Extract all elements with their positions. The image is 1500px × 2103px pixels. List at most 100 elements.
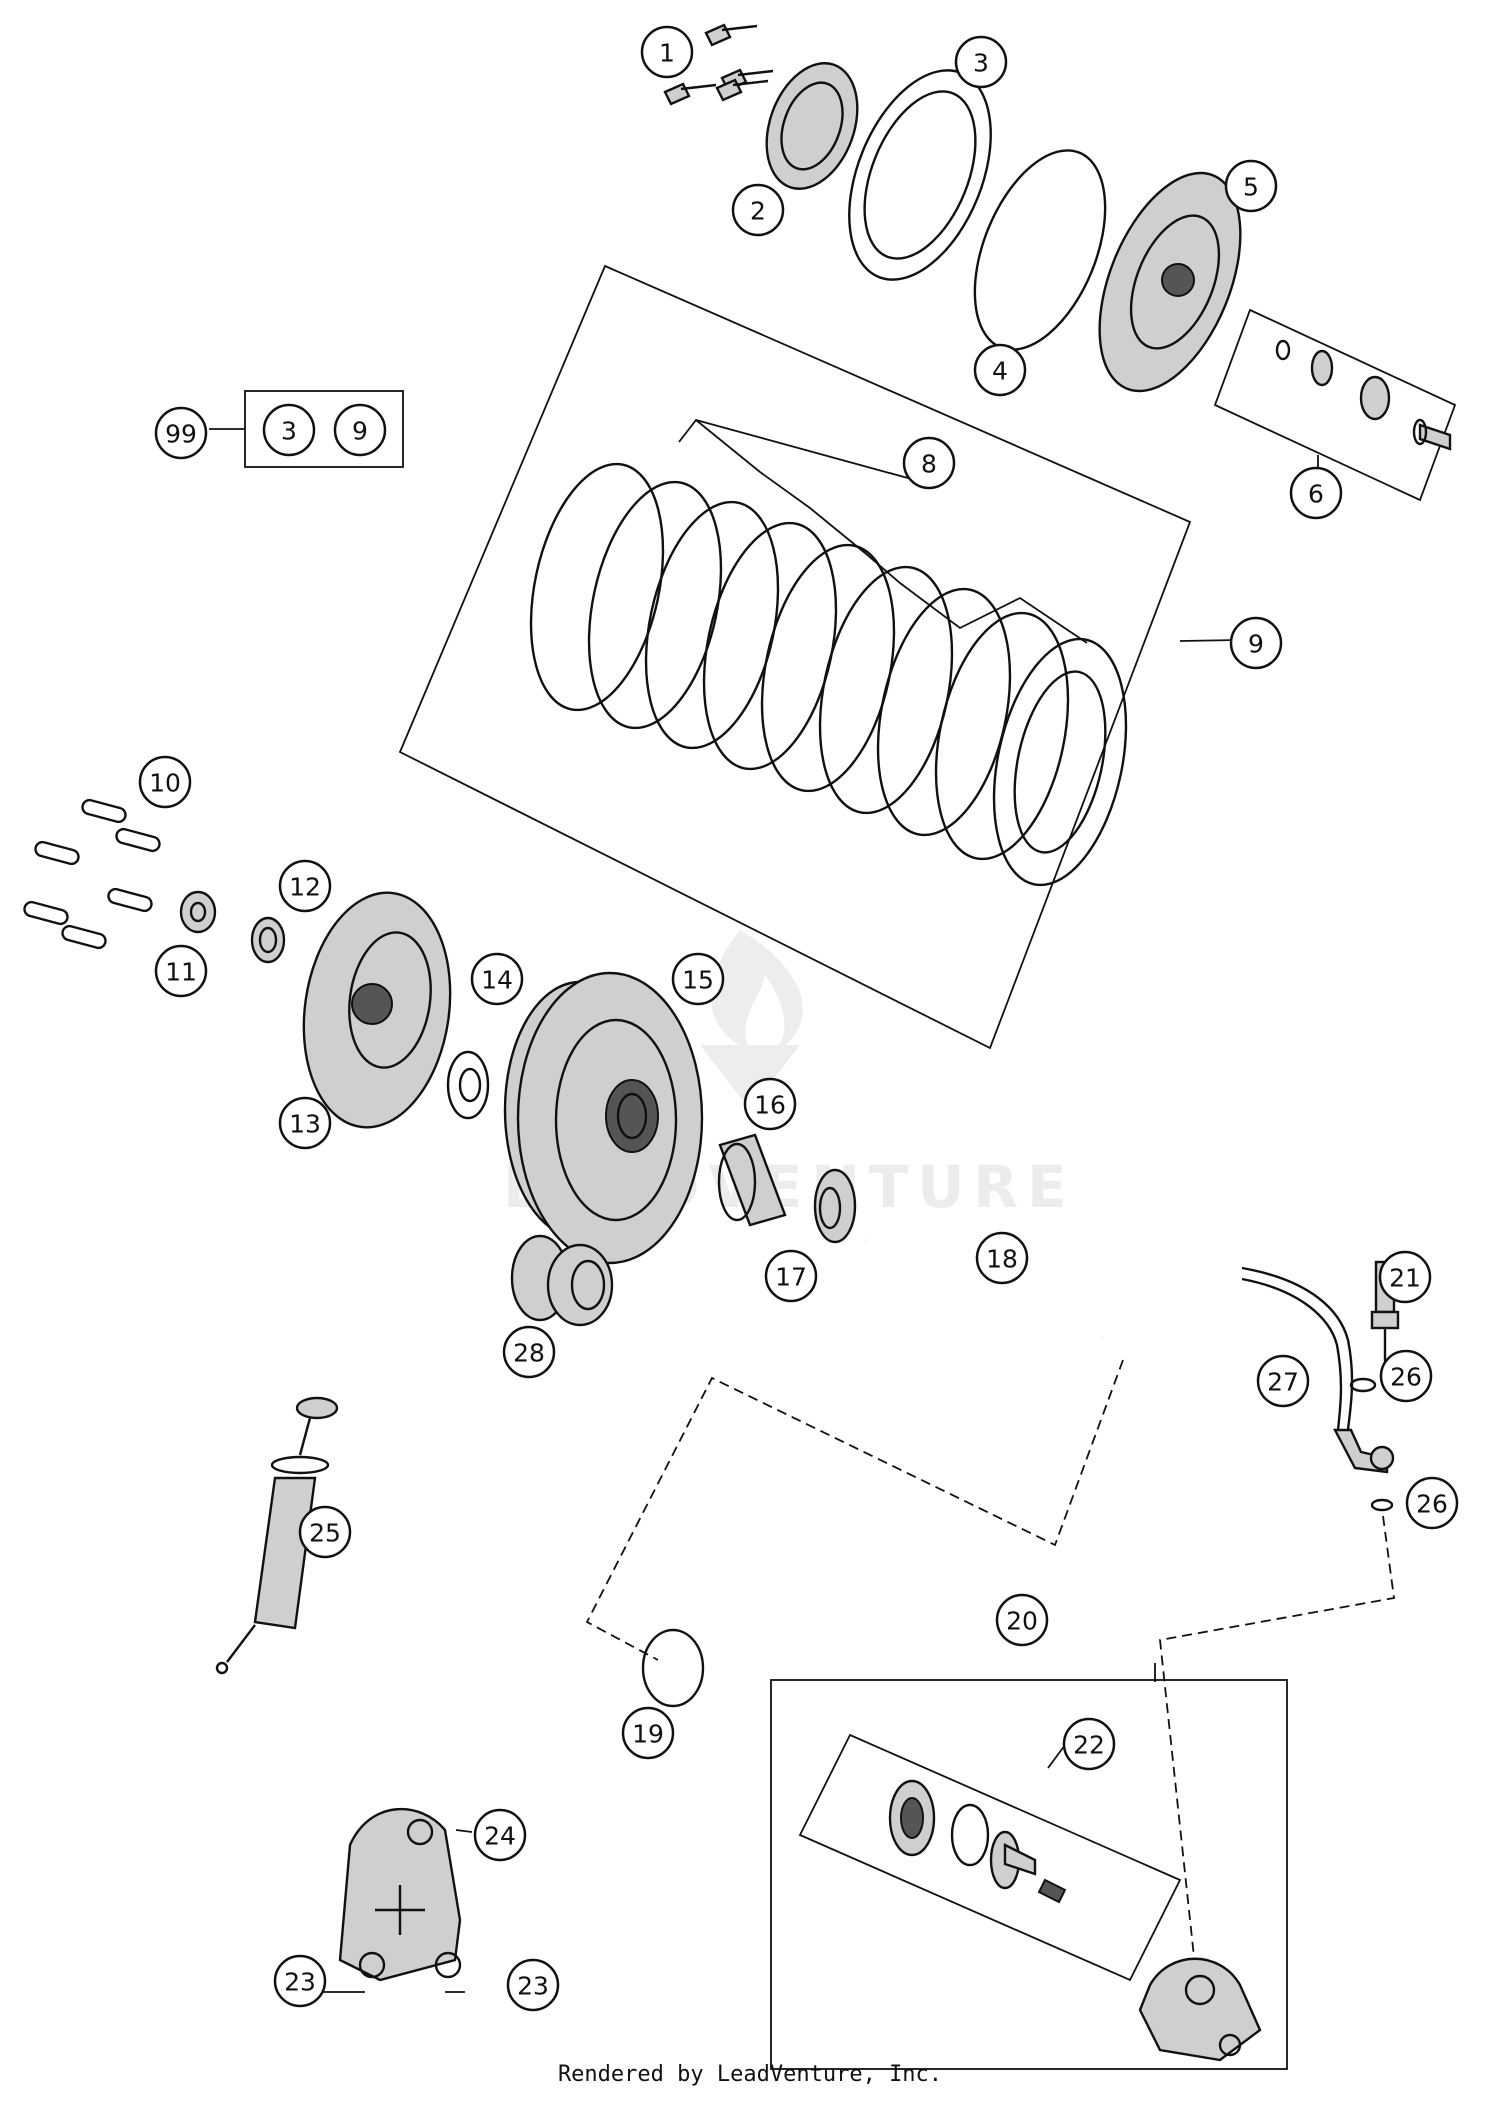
- callout-label: 2: [750, 197, 766, 226]
- callout-9: 9: [1229, 616, 1283, 670]
- callout-circle: [975, 1231, 1029, 1285]
- callout-label: 26: [1390, 1363, 1422, 1392]
- callout-label: 25: [309, 1519, 341, 1548]
- seal-kit-frame: [798, 1733, 1182, 1982]
- callout-28: 28: [502, 1325, 556, 1379]
- callout-circle: [995, 1593, 1049, 1647]
- o-ring-19: [641, 1628, 705, 1708]
- callout-24: 24: [473, 1808, 527, 1862]
- callout-label: 99: [165, 420, 197, 449]
- frames: [244, 264, 1457, 2070]
- clutch-plate-stack: [529, 462, 1128, 887]
- callout-label: 4: [992, 357, 1008, 386]
- callout-circle: [731, 183, 785, 237]
- callout-19: 19: [621, 1706, 675, 1760]
- callout-circle: [764, 1249, 818, 1303]
- callout-23: 23: [506, 1958, 560, 2012]
- callout-label: 9: [1248, 630, 1264, 659]
- callout-circle: [154, 406, 208, 460]
- callout-circle: [1405, 1476, 1459, 1530]
- callout-label: 5: [1243, 173, 1259, 202]
- callout-1: 1: [640, 25, 694, 79]
- callout-circle: [973, 343, 1027, 397]
- callout-label: 24: [484, 1822, 516, 1851]
- pins: [23, 798, 161, 950]
- callout-label: 6: [1308, 480, 1324, 509]
- callout-99: 99: [154, 406, 208, 460]
- pressure-parts-frame: [1213, 308, 1457, 502]
- callout-label: 27: [1267, 1368, 1299, 1397]
- callout-label: 12: [289, 873, 321, 902]
- callout-circle: [671, 952, 725, 1006]
- callout-label: 20: [1006, 1607, 1038, 1636]
- callout-circle: [154, 944, 208, 998]
- callout-13: 13: [278, 1096, 332, 1150]
- callout-label: 3: [973, 49, 989, 78]
- callout-circle: [1224, 159, 1278, 213]
- callout-2: 2: [731, 183, 785, 237]
- pressure-washer: [765, 62, 859, 190]
- clutch-pack-frame: [398, 264, 1192, 1050]
- release-parts-6: [1275, 339, 1452, 451]
- callout-label: 11: [165, 958, 197, 987]
- push-rod-18: [864, 1238, 1103, 1339]
- callout-circle: [621, 1706, 675, 1760]
- callout-label: 23: [284, 1968, 316, 1997]
- callout-circle: [954, 35, 1008, 89]
- plate-leaders: [678, 418, 1239, 644]
- callout-label: 26: [1416, 1490, 1448, 1519]
- callout-circle: [1379, 1349, 1433, 1403]
- grease-syringe-25: [215, 1396, 339, 1675]
- callout-circle: [473, 1808, 527, 1862]
- footer-credit: Rendered by LeadVenture, Inc.: [557, 2062, 943, 2087]
- slave-cylinder-cover: [338, 1808, 462, 1982]
- callout-23: 23: [273, 1954, 327, 2008]
- callout-9: 9: [333, 403, 387, 457]
- callout-6: 6: [1289, 466, 1343, 520]
- callout-circle: [1256, 1354, 1310, 1408]
- callout-label: 8: [921, 450, 937, 479]
- outer-basket-15: [503, 971, 704, 1265]
- callout-label: 3: [281, 417, 297, 446]
- callout-4: 4: [973, 343, 1027, 397]
- callout-label: 14: [481, 966, 513, 995]
- callout-label: 1: [659, 39, 675, 68]
- callout-label: 16: [754, 1091, 786, 1120]
- seal-kit-22: [888, 1779, 1067, 1904]
- callout-circle: [278, 1096, 332, 1150]
- callout-12: 12: [278, 859, 332, 913]
- primary-gear-28: [510, 1234, 614, 1327]
- callout-18: 18: [975, 1231, 1029, 1285]
- callout-label: 19: [632, 1720, 664, 1749]
- callout-label: 28: [513, 1339, 545, 1368]
- callout-label: 21: [1389, 1264, 1421, 1293]
- callout-circle: [506, 1958, 560, 2012]
- callout-21: 21: [1378, 1250, 1432, 1304]
- callout-8: 8: [902, 436, 956, 490]
- callout-leaders: [209, 428, 1319, 1993]
- callout-circle: [262, 403, 316, 457]
- callout-10: 10: [138, 755, 192, 809]
- callout-26: 26: [1405, 1476, 1459, 1530]
- callout-11: 11: [154, 944, 208, 998]
- callout-26: 26: [1379, 1349, 1433, 1403]
- callout-circle: [1062, 1717, 1116, 1771]
- callout-22: 22: [1062, 1717, 1116, 1771]
- callout-20: 20: [995, 1593, 1049, 1647]
- callout-circle: [298, 1505, 352, 1559]
- callout-circle: [902, 436, 956, 490]
- callout-label: 23: [517, 1972, 549, 2001]
- callout-5: 5: [1224, 159, 1278, 213]
- callout-16: 16: [743, 1077, 797, 1131]
- callout-label: 9: [352, 417, 368, 446]
- callout-circle: [333, 403, 387, 457]
- callout-15: 15: [671, 952, 725, 1006]
- slave-cylinder-20: [1138, 1957, 1262, 2062]
- callout-3: 3: [954, 35, 1008, 89]
- callout-circle: [278, 859, 332, 913]
- callout-circle: [1378, 1250, 1432, 1304]
- callout-label: 13: [289, 1110, 321, 1139]
- callout-17: 17: [764, 1249, 818, 1303]
